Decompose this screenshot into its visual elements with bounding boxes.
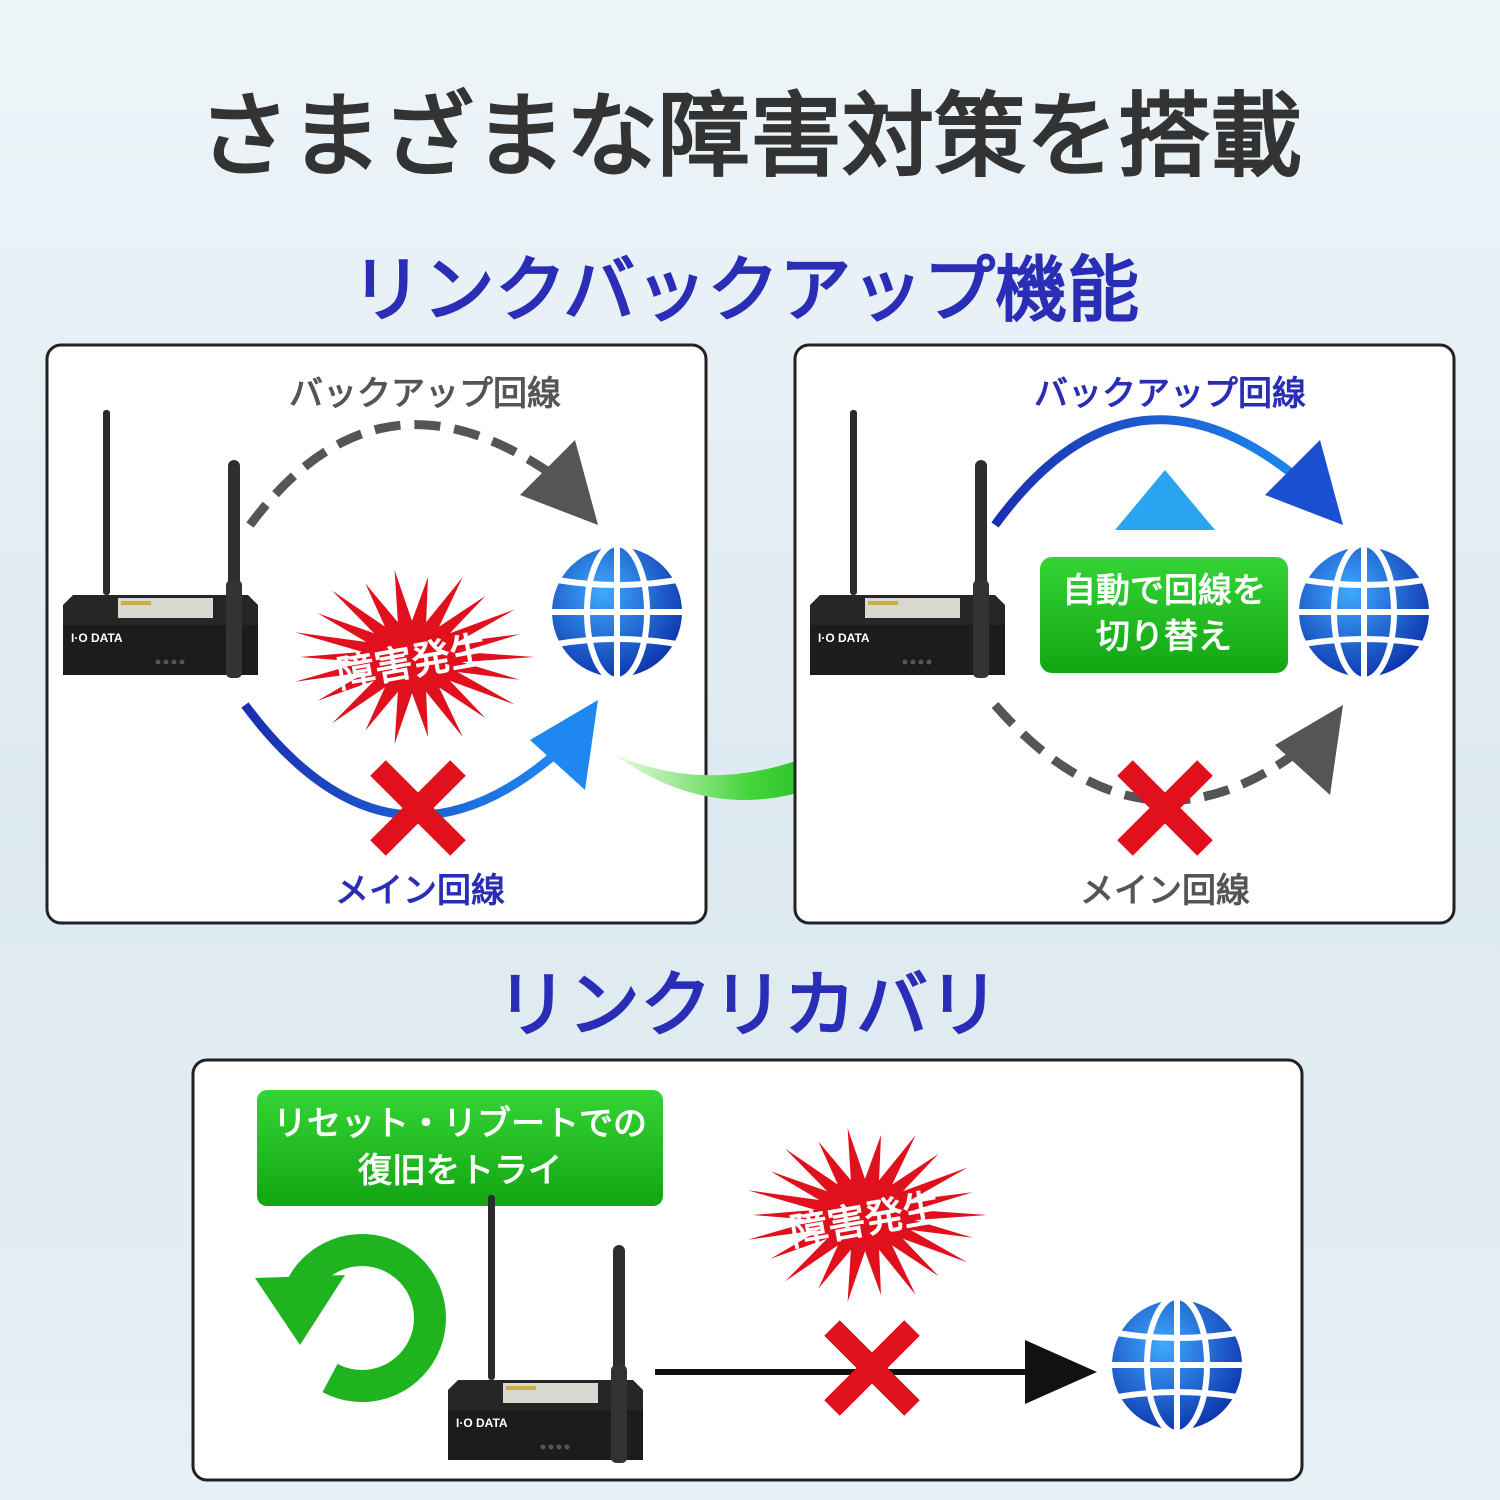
main-line-label: メイン回線 xyxy=(1080,871,1250,911)
globe-icon xyxy=(549,544,685,680)
transition-arrow xyxy=(615,718,888,810)
panel-link-recovery: リセット・リブートでの 復旧をトライ 障害発生 xyxy=(191,1058,1304,1482)
link-recovery-heading: リンクリカバリ xyxy=(496,963,1000,1047)
switch-label-line1: 自動で回線を xyxy=(1062,571,1266,611)
auto-switch-badge xyxy=(1040,557,1288,673)
switch-up-arrowhead xyxy=(1115,470,1215,530)
backup-arrowhead xyxy=(520,440,598,525)
retry-label-line2: 復旧をトライ xyxy=(357,1151,562,1191)
failure-burst xyxy=(747,1128,987,1302)
failure-burst xyxy=(294,570,534,744)
main-arrowhead xyxy=(1275,705,1343,795)
backup-arrowhead xyxy=(1265,440,1343,525)
main-line-label: メイン回線 xyxy=(335,871,505,911)
globe-icon xyxy=(1109,1297,1245,1433)
refresh-icon xyxy=(255,1234,446,1402)
backup-line-active-arrow xyxy=(991,415,1303,528)
retry-label-line1: リセット・リブートでの xyxy=(273,1104,647,1144)
backup-line-dashed-arrow xyxy=(246,420,563,528)
main-line-arrow xyxy=(241,702,563,820)
main-arrowhead xyxy=(530,700,598,790)
backup-line-label: バックアップ回線 xyxy=(289,374,561,414)
panel-after-failover: バックアップ回線 自動で回線を 切り替え メイン回線 xyxy=(793,343,1456,925)
backup-line-label: バックアップ回線 xyxy=(1034,374,1306,414)
globe-icon xyxy=(1296,544,1432,680)
connection-arrowhead xyxy=(1025,1340,1097,1404)
page-title: さまざまな障害対策を搭載 xyxy=(198,83,1302,190)
switch-label-line2: 切り替え xyxy=(1096,617,1232,657)
retry-badge xyxy=(257,1090,663,1206)
panel-before-failover: バックアップ回線 障害発生 メイン回線 xyxy=(45,343,708,925)
link-backup-heading: リンクバックアップ機能 xyxy=(351,248,1139,332)
